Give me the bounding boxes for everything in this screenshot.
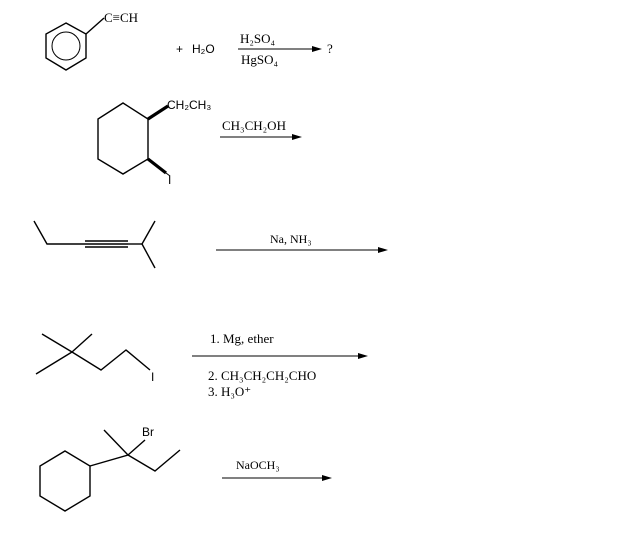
reagent-bottom-2: 3. H₃O⁺ [208, 384, 251, 399]
tbutyl-methyl-3 [35, 351, 73, 375]
alkyl-chain-left [33, 220, 85, 245]
reagent-top: 1. Mg, ether [210, 331, 274, 346]
arrow-head-5 [322, 475, 332, 481]
ring-to-carbon [89, 454, 129, 467]
reaction-5: Br NaOCH₃ [39, 425, 332, 512]
reagent-bottom-1: 2. CH₃CH₂CH₂CHO [208, 368, 316, 383]
wedge-bond-ethyl [147, 104, 169, 121]
arrow-head-4 [358, 353, 368, 359]
iodo-label: I [168, 173, 171, 187]
iodo-label: I [151, 370, 154, 384]
arrow-head-3 [378, 247, 388, 253]
reagent-bottom: HgSO₄ [241, 52, 279, 67]
reaction-2: CH₂CH₃ I CH₃CH₂OH [97, 98, 302, 187]
methyl-bond [103, 429, 129, 456]
reaction-1: C≡CH + H₂O H₂SO₄ HgSO₄ ? [45, 10, 333, 71]
alkyne-label: C≡CH [104, 10, 138, 25]
cyclohexane-ring [97, 102, 149, 175]
isopropyl-methyl-1 [141, 220, 156, 245]
tbutyl-methyl-1 [41, 333, 73, 353]
ethyl-label: CH₂CH₃ [167, 98, 211, 112]
bromo-bond [127, 439, 146, 456]
alkyl-chain [71, 349, 151, 371]
reagent-top: Na, NH₃ [270, 232, 312, 246]
cyclohexane-ring [39, 450, 91, 512]
iodo-bond-tail [165, 172, 171, 177]
reaction-4: I 1. Mg, ether 2. CH₃CH₂CH₂CHO 3. H₃O⁺ [35, 331, 368, 399]
water-label: H₂O [192, 42, 215, 56]
wedge-bond-iodo [147, 157, 167, 175]
reaction-3: Na, NH₃ [33, 220, 388, 269]
reagent-top: NaOCH₃ [236, 458, 280, 472]
plus-sign: + [176, 42, 183, 56]
reagent-top: H₂SO₄ [240, 31, 276, 46]
benzene-ring [45, 22, 87, 71]
ring-alkyne-bond [85, 17, 105, 35]
isopropyl-methyl-2 [141, 243, 156, 269]
ethyl-chain [127, 449, 181, 472]
reagent-top: CH₃CH₂OH [222, 118, 286, 133]
arrow-head-2 [292, 134, 302, 140]
product-unknown: ? [327, 41, 333, 56]
arrow-head-1 [312, 46, 322, 52]
tbutyl-methyl-2 [71, 333, 93, 353]
bromo-label: Br [142, 425, 154, 439]
